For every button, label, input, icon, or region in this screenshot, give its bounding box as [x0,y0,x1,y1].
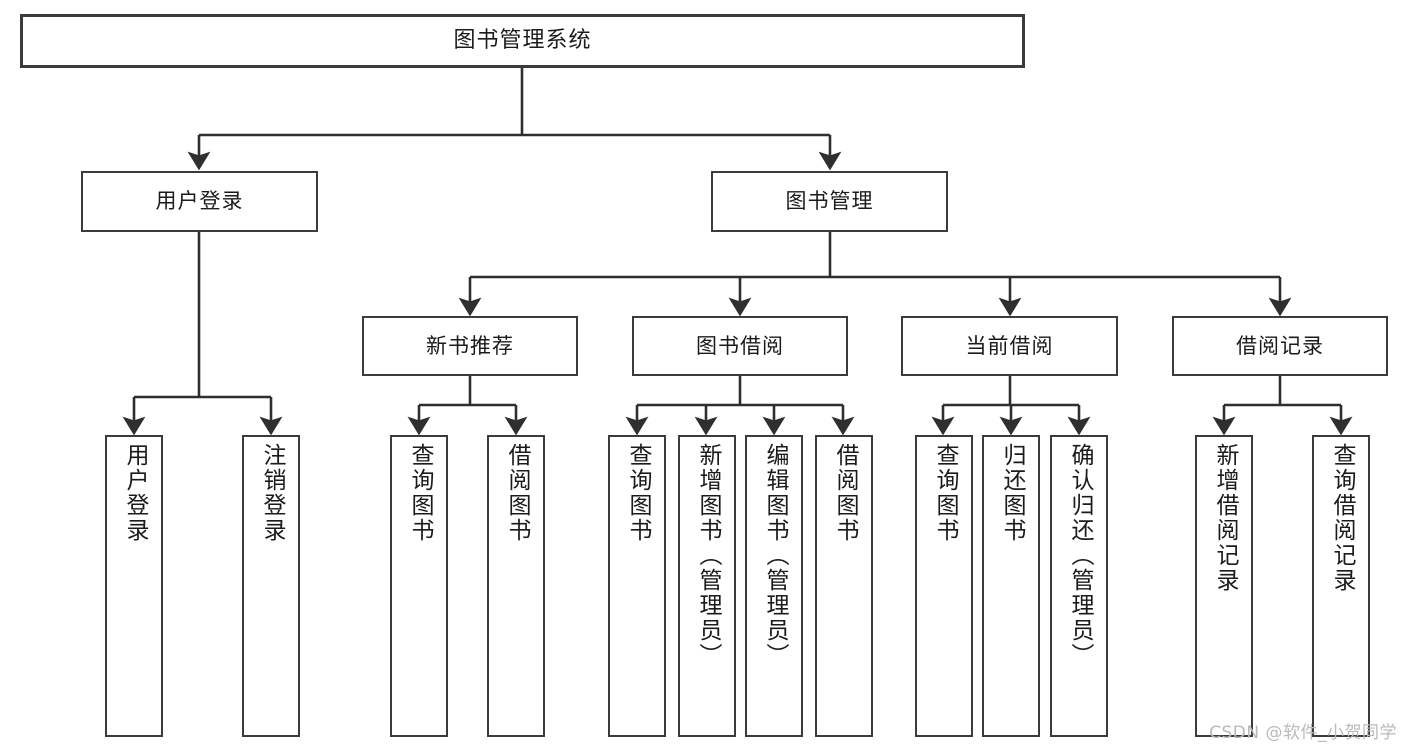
leaf-add-book-label: 新增图书（管理员） [694,443,721,668]
node-user-login[interactable]: 用户登录 [81,171,318,232]
leaf-logout[interactable]: 注销登录 [242,435,300,737]
leaf-return-book[interactable]: 归还图书 [982,435,1040,737]
leaf-user-login-label: 用户登录 [121,443,148,543]
node-root-label: 图书管理系统 [453,28,592,54]
leaf-query-book-2-label: 查询图书 [624,443,651,543]
node-current-borrow[interactable]: 当前借阅 [901,316,1118,376]
leaf-add-record[interactable]: 新增借阅记录 [1195,435,1253,737]
leaf-query-record[interactable]: 查询借阅记录 [1312,435,1370,737]
leaf-add-book[interactable]: 新增图书（管理员） [678,435,736,737]
node-root[interactable]: 图书管理系统 [20,14,1025,68]
node-book-manage-label: 图书管理 [785,189,874,214]
leaf-query-book-1[interactable]: 查询图书 [390,435,448,737]
leaf-query-book-3-label: 查询图书 [931,443,958,543]
node-new-book-recommend[interactable]: 新书推荐 [362,316,578,376]
leaf-edit-book[interactable]: 编辑图书（管理员） [745,435,803,737]
node-borrow-record[interactable]: 借阅记录 [1172,316,1388,376]
node-user-login-label: 用户登录 [155,189,244,214]
leaf-query-record-label: 查询借阅记录 [1328,443,1355,593]
leaf-edit-book-label: 编辑图书（管理员） [761,443,788,668]
node-book-borrow[interactable]: 图书借阅 [632,316,848,376]
csdn-watermark: CSDN @软件_小贺同学 [1209,723,1397,743]
leaf-query-book-1-label: 查询图书 [406,443,433,543]
node-book-manage[interactable]: 图书管理 [711,171,948,232]
leaf-add-record-label: 新增借阅记录 [1211,443,1238,593]
leaf-confirm-return[interactable]: 确认归还（管理员） [1050,435,1108,737]
leaf-borrow-book-1-label: 借阅图书 [503,443,530,543]
node-current-borrow-label: 当前借阅 [965,333,1054,358]
leaf-query-book-2[interactable]: 查询图书 [608,435,666,737]
leaf-confirm-return-label: 确认归还（管理员） [1066,443,1093,668]
leaf-query-book-3[interactable]: 查询图书 [915,435,973,737]
leaf-return-book-label: 归还图书 [998,443,1025,543]
leaf-borrow-book-1[interactable]: 借阅图书 [487,435,545,737]
leaf-user-login[interactable]: 用户登录 [105,435,163,737]
node-borrow-record-label: 借阅记录 [1236,333,1324,358]
leaf-logout-label: 注销登录 [258,443,285,543]
node-new-book-recommend-label: 新书推荐 [426,333,514,358]
leaf-borrow-book-2-label: 借阅图书 [831,443,858,543]
node-book-borrow-label: 图书借阅 [696,333,784,358]
leaf-borrow-book-2[interactable]: 借阅图书 [815,435,873,737]
